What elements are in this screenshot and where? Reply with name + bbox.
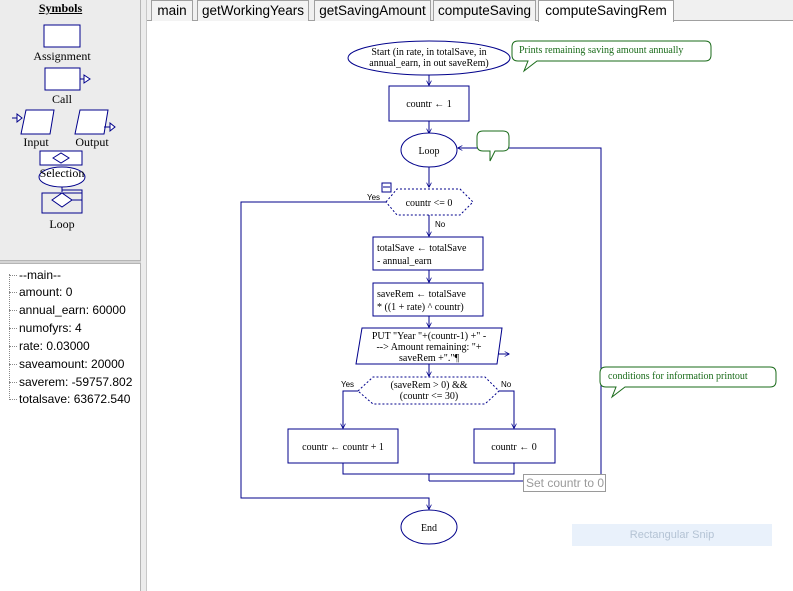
assign1-text-2: - annual_earn	[377, 256, 432, 267]
init-text: countr ← 1	[406, 99, 452, 110]
snip-overlay: Rectangular Snip	[572, 524, 772, 546]
assign2-text-1: saveRem ← totalSave	[377, 289, 466, 300]
selection-condition	[357, 376, 500, 405]
vertical-splitter[interactable]	[141, 0, 147, 591]
tab-bar: main getWorkingYears getSavingAmount com…	[147, 0, 793, 22]
variable-item: totalsave: 63672.540	[9, 390, 130, 408]
comment-bubble-start: Prints remaining saving amount annually	[511, 40, 712, 73]
assign-no-text: countr ← 0	[491, 442, 537, 453]
variable-item: --main--	[9, 266, 61, 284]
tab-computesaving[interactable]: computeSaving	[433, 0, 536, 21]
loop-label: Loop	[49, 217, 75, 231]
variable-item: numofyrs: 4	[9, 319, 82, 337]
loop-text: Loop	[418, 146, 439, 157]
output-text-3: saveRem +"."¶	[399, 353, 459, 364]
sel-cond-text-2: (countr <= 30)	[400, 391, 459, 402]
end-text: End	[421, 523, 437, 534]
variable-item: amount: 0	[9, 283, 72, 301]
input-symbol	[12, 109, 55, 135]
end-terminal	[400, 509, 458, 545]
yes-label-sel: Yes	[341, 380, 354, 389]
call-label: Call	[52, 92, 72, 106]
assignment-symbol	[43, 24, 81, 48]
variable-item: saveamount: 20000	[9, 355, 124, 373]
loop-condition	[385, 188, 474, 216]
assign-yes-text: countr ← countr + 1	[302, 442, 384, 453]
variable-item: saverem: -59757.802	[9, 373, 132, 391]
comment-sel-text: conditions for information printout	[608, 371, 748, 382]
output-text-2: --> Amount remaining: "+	[376, 342, 481, 353]
sel-cond-text-1: (saveRem > 0) &&	[390, 380, 467, 391]
symbols-palette-svg	[12, 24, 116, 214]
start-text-2: annual_earn, in out saveRem)	[369, 58, 488, 69]
output-statement	[355, 327, 503, 365]
assign1-text-1: totalSave ← totalSave	[377, 243, 467, 254]
variables-panel: --main-- amount: 0 annual_earn: 60000 nu…	[0, 264, 141, 591]
symbols-panel: Symbols	[0, 0, 141, 260]
call-symbol	[44, 67, 91, 91]
tab-main[interactable]: main	[151, 0, 193, 21]
variable-item: annual_earn: 60000	[9, 301, 126, 319]
tab-getsavingamount[interactable]: getSavingAmount	[314, 0, 431, 21]
assign-saverem	[372, 282, 484, 317]
yes-label-loop: Yes	[367, 193, 380, 202]
assign-countr-increment	[287, 428, 399, 464]
symbols-title: Symbols	[38, 1, 83, 15]
tree-line	[9, 274, 10, 400]
no-label-sel: No	[501, 380, 512, 389]
input-label: Input	[23, 135, 49, 149]
assign-countr-zero	[473, 428, 556, 464]
selection-label: Selection	[39, 166, 85, 180]
selection-symbol	[39, 150, 83, 166]
comment-bubble-empty	[476, 130, 510, 162]
no-label-loop: No	[435, 220, 446, 229]
start-text-1: Start (in rate, in totalSave, in	[371, 47, 486, 58]
output-symbol	[74, 109, 116, 135]
assign-totalsave	[372, 236, 484, 271]
horizontal-splitter[interactable]	[0, 260, 141, 264]
variable-item: rate: 0.03000	[9, 337, 90, 355]
assignment-label: Assignment	[33, 49, 91, 63]
loop-symbol	[38, 166, 86, 214]
loop-node	[400, 132, 458, 168]
start-terminal	[347, 40, 511, 76]
init-assignment	[388, 85, 470, 122]
tab-computesavingrem[interactable]: computeSavingRem	[538, 0, 674, 22]
tab-getworkingyears[interactable]: getWorkingYears	[197, 0, 309, 21]
output-label: Output	[75, 135, 109, 149]
output-text-1: PUT "Year "+(countr-1) +" -	[372, 331, 486, 342]
comment-bubble-selection: conditions for information printout	[599, 366, 777, 399]
comment-start-text: Prints remaining saving amount annually	[519, 45, 683, 56]
flowchart-canvas[interactable]: Start (in rate, in totalSave, in annual_…	[147, 22, 793, 591]
loop-cond-text: countr <= 0	[406, 198, 453, 209]
assign2-text-2: * ((1 + rate) ^ countr)	[377, 302, 464, 313]
flowchart-svg: Start (in rate, in totalSave, in annual_…	[240, 40, 777, 545]
tooltip: Set countr to 0	[523, 474, 606, 492]
